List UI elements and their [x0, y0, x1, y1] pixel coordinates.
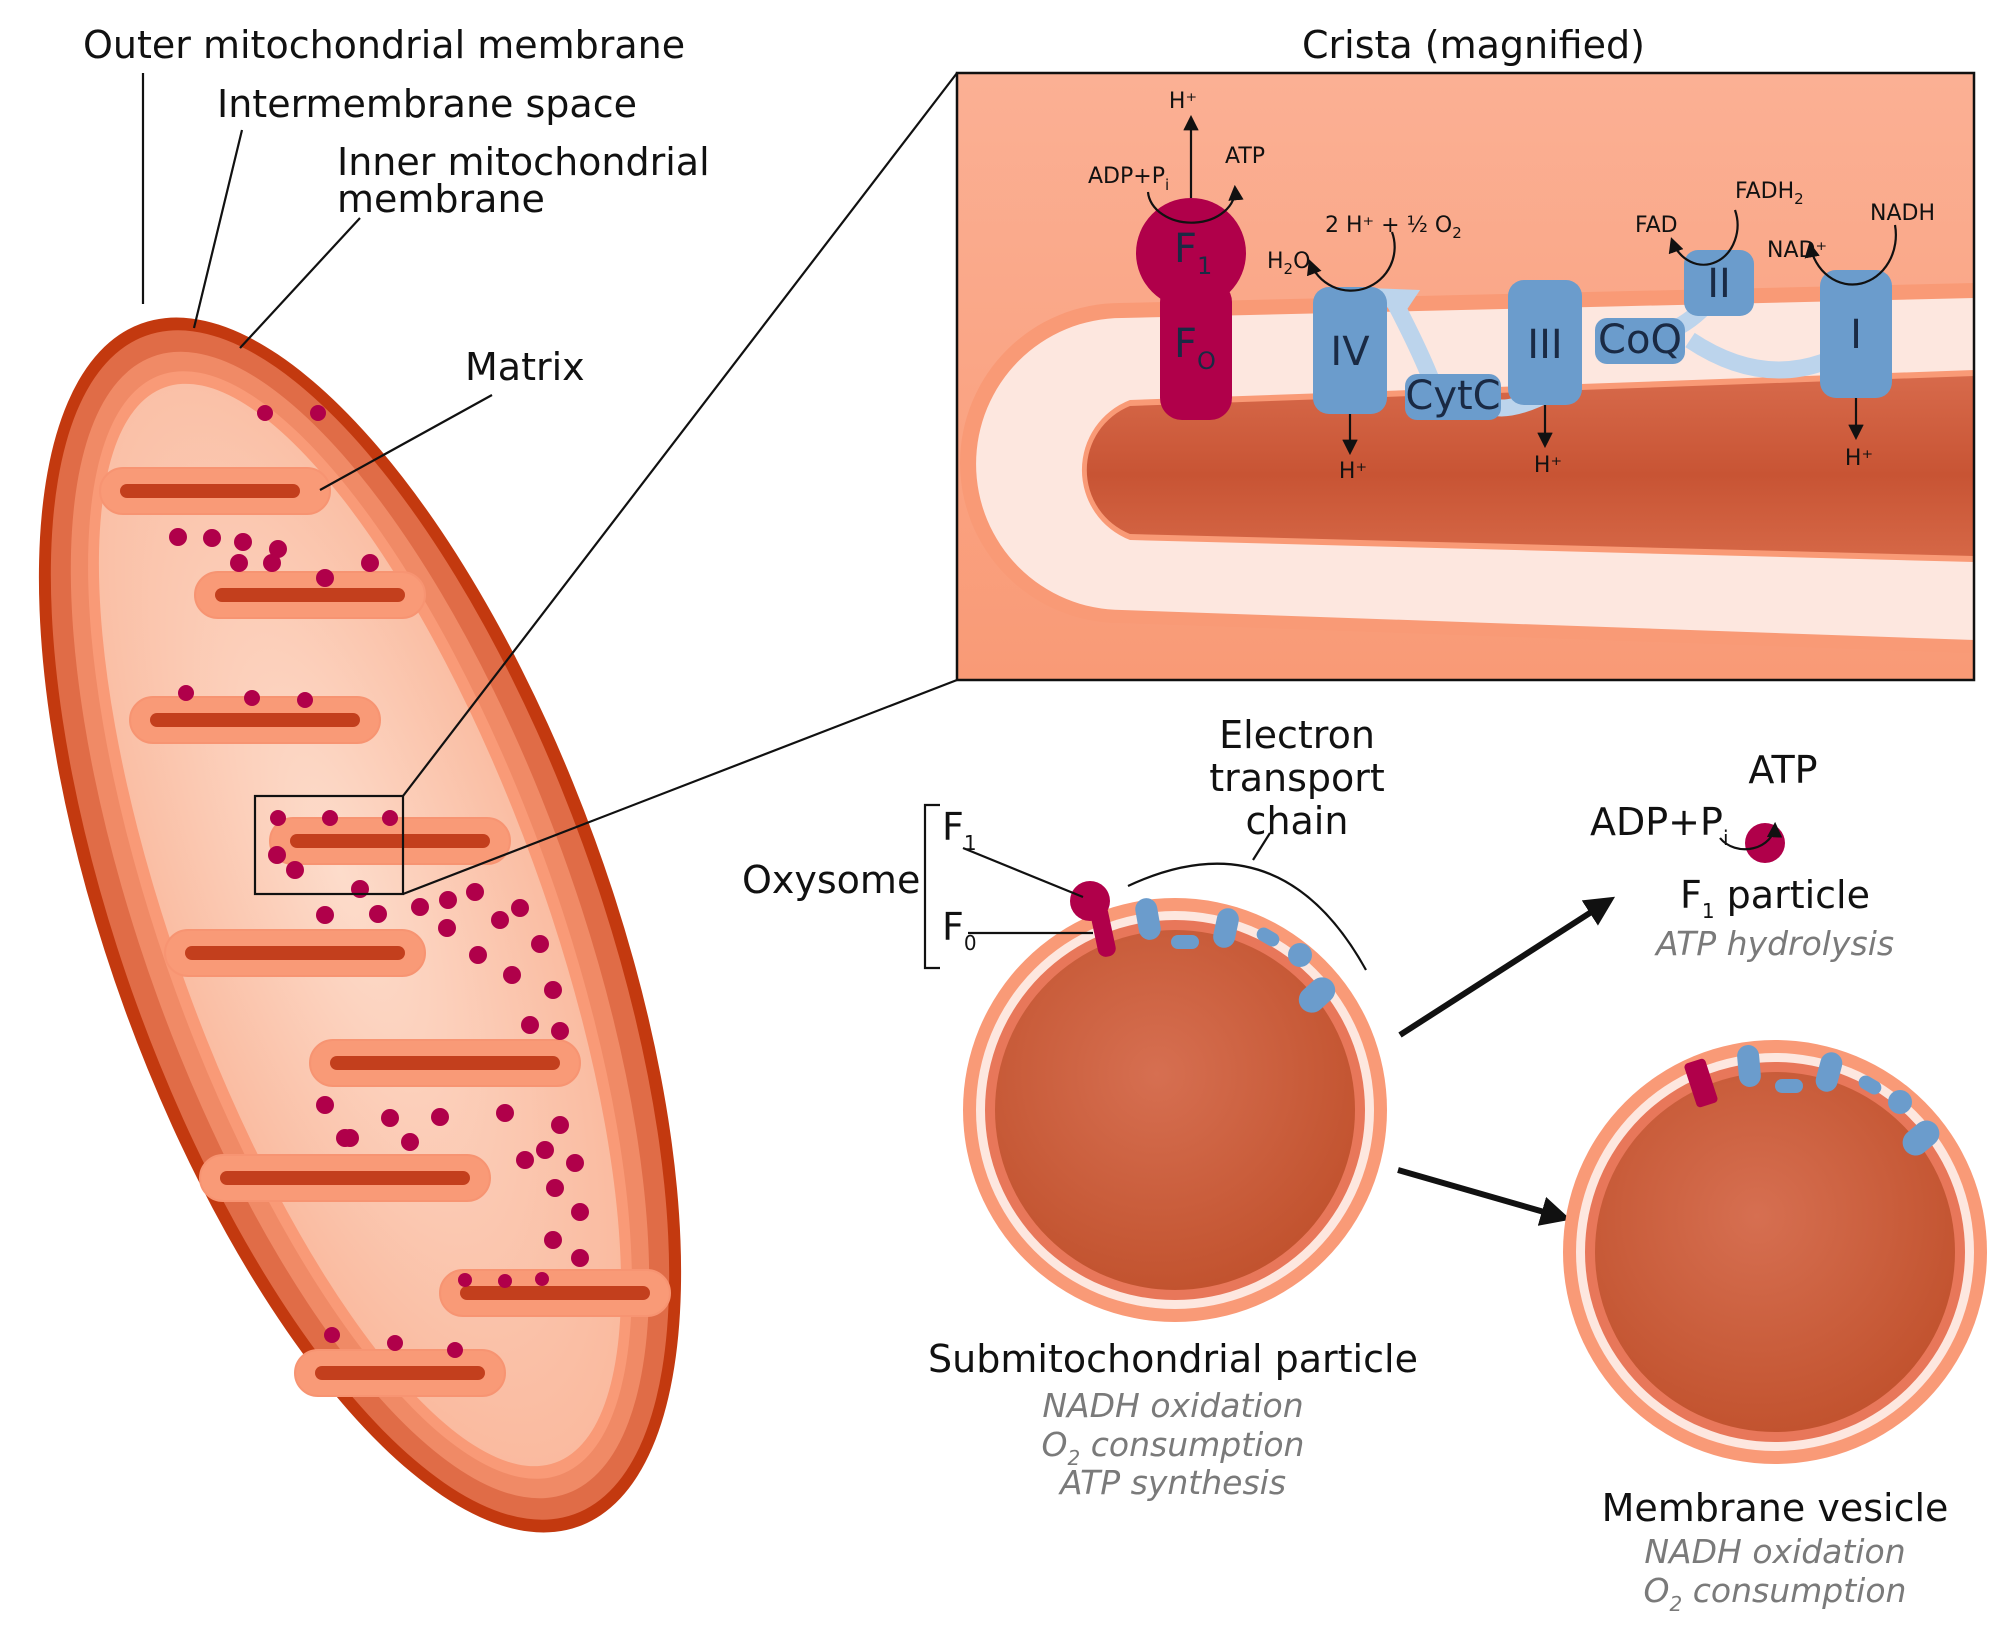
fadh2-label: FADH2 — [1735, 179, 1804, 208]
fo-subunit — [1160, 280, 1232, 420]
intermembrane-space-label: Intermembrane space — [217, 82, 637, 126]
adp-pi-label: ADP+Pi — [1088, 164, 1169, 194]
cristae — [99, 467, 671, 1397]
etc-label-2: transport — [1209, 756, 1385, 800]
submito-prop-3: ATP synthesis — [1058, 1463, 1286, 1502]
inner-membrane-label-2: membrane — [337, 177, 545, 221]
fad-label: FAD — [1635, 213, 1678, 238]
magnify-box — [253, 794, 405, 896]
coq[interactable]: CoQ — [1595, 317, 1685, 364]
svg-text:I: I — [1850, 312, 1862, 358]
fo-label: FO — [1174, 321, 1216, 375]
svg-text:CoQ: CoQ — [1598, 317, 1682, 363]
f1-atp-label: ATP — [1748, 748, 1817, 792]
h-plus-top: H⁺ — [1169, 89, 1197, 114]
proton-oxygen-label: 2 H⁺ + ½ O2 — [1325, 213, 1462, 242]
f0-bracket-label: F0 — [942, 905, 977, 955]
h-plus-i: H⁺ — [1845, 446, 1873, 471]
complex-iv[interactable]: IV — [1313, 287, 1387, 414]
arrow-to-f1 — [1398, 896, 1616, 1038]
complex-iii[interactable]: III — [1508, 280, 1582, 405]
f1-adp-label: ADP+Pi — [1590, 800, 1729, 850]
complex-i[interactable]: I — [1820, 270, 1892, 398]
nadh-label: NADH — [1870, 201, 1935, 226]
svg-text:IV: IV — [1330, 329, 1370, 375]
crista-title: Crista (magnified) — [1302, 23, 1645, 67]
vesicle-prop-1: NADH oxidation — [1644, 1532, 1905, 1571]
etc-label-3: chain — [1246, 799, 1349, 843]
complex-ii[interactable]: II — [1684, 250, 1754, 316]
f1-label: F1 — [1174, 226, 1212, 280]
submitochondrial-particle — [963, 881, 1387, 1322]
water-label: H2O — [1267, 249, 1310, 278]
reaction-arrows — [1146, 114, 1897, 456]
matrix — [98, 383, 622, 1467]
f1-bracket-label: F1 — [942, 805, 977, 855]
svg-text:II: II — [1707, 261, 1731, 307]
f1-subunit — [1136, 198, 1246, 308]
vesicle-label: Membrane vesicle — [1602, 1486, 1949, 1530]
atp-synthase-dots — [169, 405, 589, 1358]
membrane-vesicle — [1563, 1040, 1987, 1464]
crista-panel: F1 FO IV III II I CoQ CytC — [957, 73, 1974, 680]
vesicle-prop-2: O2 consumption — [1644, 1571, 1907, 1616]
svg-text:III: III — [1527, 322, 1562, 368]
submito-prop-2: O2 consumption — [1042, 1425, 1305, 1470]
svg-text:CytC: CytC — [1405, 373, 1500, 419]
oxysome-label: Oxysome — [742, 858, 920, 902]
matrix-label: Matrix — [465, 345, 585, 389]
outer-membrane-label: Outer mitochondrial membrane — [83, 23, 685, 67]
h-plus-iii: H⁺ — [1534, 453, 1562, 478]
etc-label-1: Electron — [1219, 713, 1375, 757]
f1-particle-prop: ATP hydrolysis — [1654, 924, 1894, 963]
inner-membrane-label-1: Inner mitochondrial — [337, 140, 710, 184]
submito-label: Submitochondrial particle — [928, 1337, 1418, 1381]
nad-plus-label: NAD⁺ — [1767, 238, 1827, 263]
mitochondrion — [38, 317, 682, 1533]
f1-particle — [1719, 821, 1785, 863]
cytc[interactable]: CytC — [1405, 373, 1501, 420]
crista-frame — [955, 71, 1976, 682]
submito-prop-1: NADH oxidation — [1042, 1386, 1303, 1425]
atp-label: ATP — [1225, 144, 1265, 169]
atp-synthase[interactable] — [1136, 198, 1246, 420]
h-plus-iv: H⁺ — [1339, 459, 1367, 484]
oxysome-bracket — [923, 803, 1367, 971]
f1-particle-label: F1 particle — [1680, 873, 1870, 923]
arrow-to-vesicle — [1397, 1167, 1571, 1226]
leader-lines — [141, 72, 958, 896]
